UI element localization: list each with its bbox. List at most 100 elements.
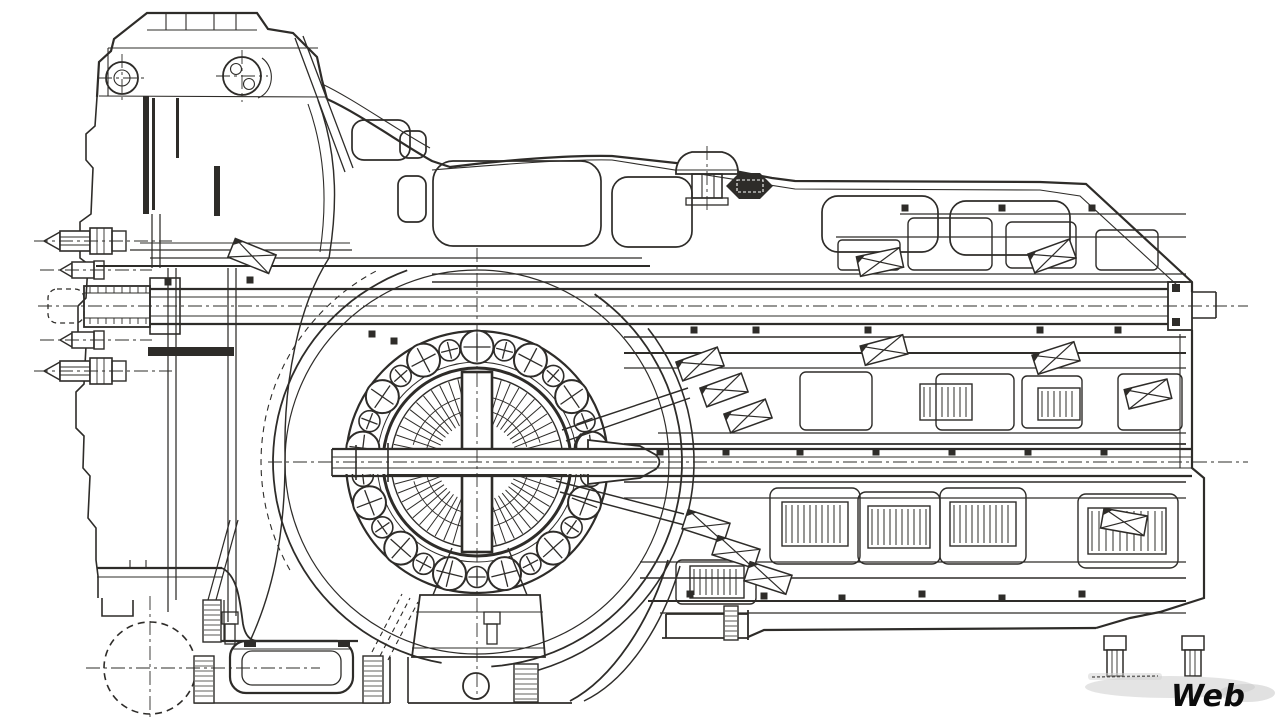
bearing-roller-line — [682, 346, 718, 382]
drain-plug — [462, 672, 490, 700]
spring-cross-mark — [376, 519, 388, 535]
seal-block — [872, 448, 880, 456]
ribbed-blocks — [193, 599, 739, 704]
gear-train — [96, 204, 1186, 614]
clutch-drum — [1095, 229, 1159, 271]
bearing-roller-line — [706, 372, 742, 408]
bearing-cage-wedge — [675, 359, 685, 369]
fan-line — [496, 387, 520, 428]
fan-line — [423, 395, 453, 432]
fan-line — [503, 398, 535, 433]
front-pump-band — [148, 347, 234, 356]
ribbed-block — [723, 605, 739, 641]
left-foot — [101, 598, 134, 617]
taper-bearing — [855, 246, 905, 278]
seal-block — [1024, 448, 1032, 456]
front-tower-outline — [95, 11, 329, 100]
fan-line — [434, 496, 458, 537]
watermark-faint-marks — [1091, 675, 1159, 678]
seal-block — [246, 276, 254, 284]
bearing-cage-wedge — [1124, 387, 1133, 397]
seal-block — [1100, 448, 1108, 456]
bell-arc — [491, 293, 683, 668]
output-shaft-steps — [331, 443, 389, 482]
section-hatch-dashes — [371, 593, 419, 661]
spring-cross-mark — [546, 369, 561, 383]
spring-cross-mark — [390, 538, 412, 558]
taper-bearing — [674, 346, 726, 382]
seal-block — [1078, 590, 1086, 598]
taper-bearing — [1123, 378, 1173, 410]
bearing-cage-wedge — [748, 561, 759, 569]
watermark-faint-text-smear — [1088, 673, 1162, 680]
watermark-text: Web — [1171, 679, 1246, 714]
bearing-roller-line — [1034, 238, 1070, 274]
watermark-smear-tail — [1219, 684, 1275, 702]
oil-pan-bottom — [97, 547, 1205, 715]
spring-cross-mark — [580, 412, 589, 430]
taper-bearing — [681, 508, 731, 544]
seal-block — [918, 590, 926, 598]
bearing-cage-wedge — [1031, 352, 1041, 362]
seal-block — [1114, 326, 1122, 334]
fan-arc — [490, 475, 528, 513]
spring-cross-mark — [365, 412, 374, 430]
bell-arc — [272, 269, 442, 664]
seal-block — [686, 590, 694, 598]
fan-line — [426, 494, 454, 532]
fan-line — [509, 413, 548, 440]
fan-line — [430, 390, 456, 429]
clutch-pack-outline — [1087, 507, 1167, 555]
seal-block — [368, 330, 376, 338]
mount-bushing-core — [736, 179, 764, 193]
bearing-cage-wedge — [856, 254, 866, 264]
pan-mount-cushion — [228, 639, 355, 695]
ribbed-block — [513, 663, 539, 703]
pan-right-rails — [662, 610, 749, 640]
clutch-pack — [689, 565, 745, 599]
clutch-pack — [1037, 387, 1081, 421]
bottom-studs — [1103, 635, 1205, 677]
ribbed-block — [202, 599, 222, 643]
bell-arc — [260, 269, 380, 571]
input-shaft-inner-lines — [150, 296, 1168, 317]
clutch-pack — [867, 505, 931, 549]
spring-cross-mark — [496, 347, 514, 354]
bearing-roller-line — [1128, 378, 1168, 410]
stud-shank — [1106, 649, 1124, 677]
seal-blocks — [164, 204, 1122, 602]
clutch-pack-outline — [919, 383, 973, 421]
fan-line — [406, 484, 445, 511]
oil-pickup-body — [410, 594, 546, 658]
tower-bolt-detail — [242, 77, 256, 91]
spring-cross-mark — [579, 489, 590, 516]
clutch-pack-outline — [689, 565, 745, 599]
fan-line — [508, 486, 545, 515]
clutch-pack — [949, 501, 1017, 547]
bearing-roller-line — [864, 334, 904, 366]
pan-bolt-stem — [486, 623, 498, 645]
centerlines — [34, 50, 1248, 719]
stud-cap — [1103, 635, 1127, 651]
fan-line — [396, 434, 440, 450]
gear-train-lines — [96, 213, 1186, 614]
pan-bottom-left — [194, 657, 409, 704]
bearing-roller-line — [730, 398, 766, 434]
fan-line — [510, 482, 550, 507]
fan-arc — [412, 397, 461, 446]
fan-arc — [426, 411, 464, 449]
housing-top-inner-line — [321, 83, 431, 149]
mounting-stud — [42, 227, 127, 255]
bottom-stud — [1103, 635, 1127, 677]
output-shaft-edges — [332, 447, 1192, 478]
spring-cross-mark — [374, 385, 391, 409]
fan-line — [416, 402, 449, 435]
fan-line — [404, 417, 444, 442]
fan-line — [494, 497, 515, 539]
spring-cross-mark — [411, 353, 436, 368]
fan-line — [419, 491, 451, 526]
cushion-rim — [244, 641, 256, 647]
mount-bolt-hex-lines — [701, 174, 715, 198]
seal-block — [838, 594, 846, 602]
web-cutout — [397, 175, 427, 223]
